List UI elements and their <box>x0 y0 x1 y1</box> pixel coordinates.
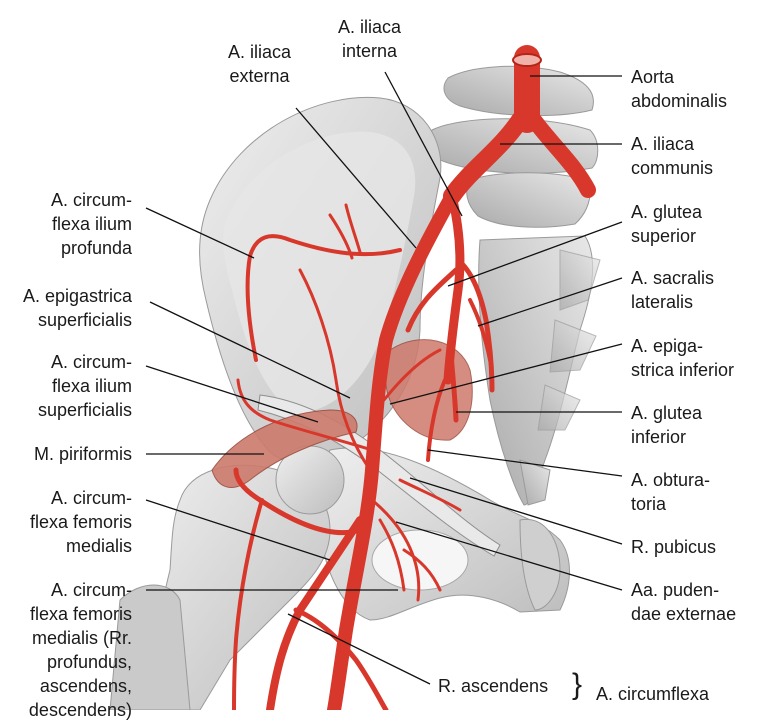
label-brace: } <box>572 668 583 701</box>
leader-epigastrica-inferior <box>389 343 623 405</box>
leader-iliaca-externa <box>295 107 417 249</box>
glutea-inferior-branch <box>447 337 459 423</box>
circ-ilium-superficialis-branch <box>236 378 374 452</box>
label-circ-ilium-superficialis: A. circum- flexa ilium superficialis <box>37 352 132 420</box>
label-pubicus: R. pubicus <box>631 537 717 557</box>
leader-circ-femoris-medialis <box>145 499 331 561</box>
leader-sacralis-lateralis <box>477 277 623 327</box>
label-iliaca-externa: A. iliaca externa <box>228 42 292 86</box>
arteries <box>232 45 596 710</box>
label-obturatoria: A. obtura- toria <box>631 470 711 514</box>
sacralis-lateralis-branch <box>468 298 492 362</box>
epigastrica-inferior-branch <box>382 348 442 402</box>
iliaca-communis-right <box>443 111 529 205</box>
r-ascendens-branch <box>293 607 389 710</box>
label-pudendae: Aa. puden- dae externae <box>631 580 737 624</box>
label-circ-femoris-medialis: A. circum- flexa femoris medialis <box>29 488 132 556</box>
leader-r-ascendens <box>287 613 431 685</box>
label-epigastrica-superficialis: A. epigastrica superficialis <box>22 286 132 330</box>
leader-glutea-superior <box>447 221 623 287</box>
label-circ-femoris-medialis-rr: A. circum- flexa femoris medialis (Rr. p… <box>28 580 132 720</box>
obturatoria-branch <box>426 378 447 462</box>
circ-ilium-profunda-branch <box>245 234 402 362</box>
label-circ-ilium-profunda: A. circum- flexa ilium profunda <box>51 190 132 258</box>
label-piriformis: M. piriformis <box>34 444 132 464</box>
leader-obturatoria <box>427 449 623 477</box>
label-epigastrica-inferior: A. epiga- strica inferior <box>631 336 735 380</box>
label-iliaca-interna: A. iliaca interna <box>338 17 402 61</box>
label-sacralis-lateralis: A. sacralis lateralis <box>631 268 715 312</box>
leader-circ-ilium-profunda <box>145 207 255 259</box>
leader-circ-ilium-superficialis <box>145 365 319 423</box>
leader-pudendae <box>395 521 623 591</box>
iliaca-externa <box>327 189 459 710</box>
epigastrica-superficialis-branch <box>298 268 372 472</box>
iliaca-communis-left <box>526 112 596 198</box>
pubicus-branch <box>398 478 462 512</box>
leader-epigastrica-superficialis <box>149 301 351 399</box>
label-iliaca-communis: A. iliaca communis <box>631 134 714 178</box>
label-r-ascendens: R. ascendens <box>438 676 549 696</box>
label-circumflexa-trunc: A. circumflexa <box>596 684 710 704</box>
leader-iliaca-interna <box>384 71 463 217</box>
pudendae-externae-branch <box>370 498 421 602</box>
leader-pubicus <box>409 477 623 545</box>
glutea-superior-branch <box>405 267 459 333</box>
label-aorta: Aorta abdominalis <box>631 67 728 111</box>
label-glutea-inferior: A. glutea inferior <box>631 403 703 447</box>
leader-lines <box>145 71 623 685</box>
circ-femoris-medialis-branch <box>233 467 363 536</box>
pelvic-muscle <box>384 339 473 441</box>
label-glutea-superior: A. glutea superior <box>631 202 703 246</box>
